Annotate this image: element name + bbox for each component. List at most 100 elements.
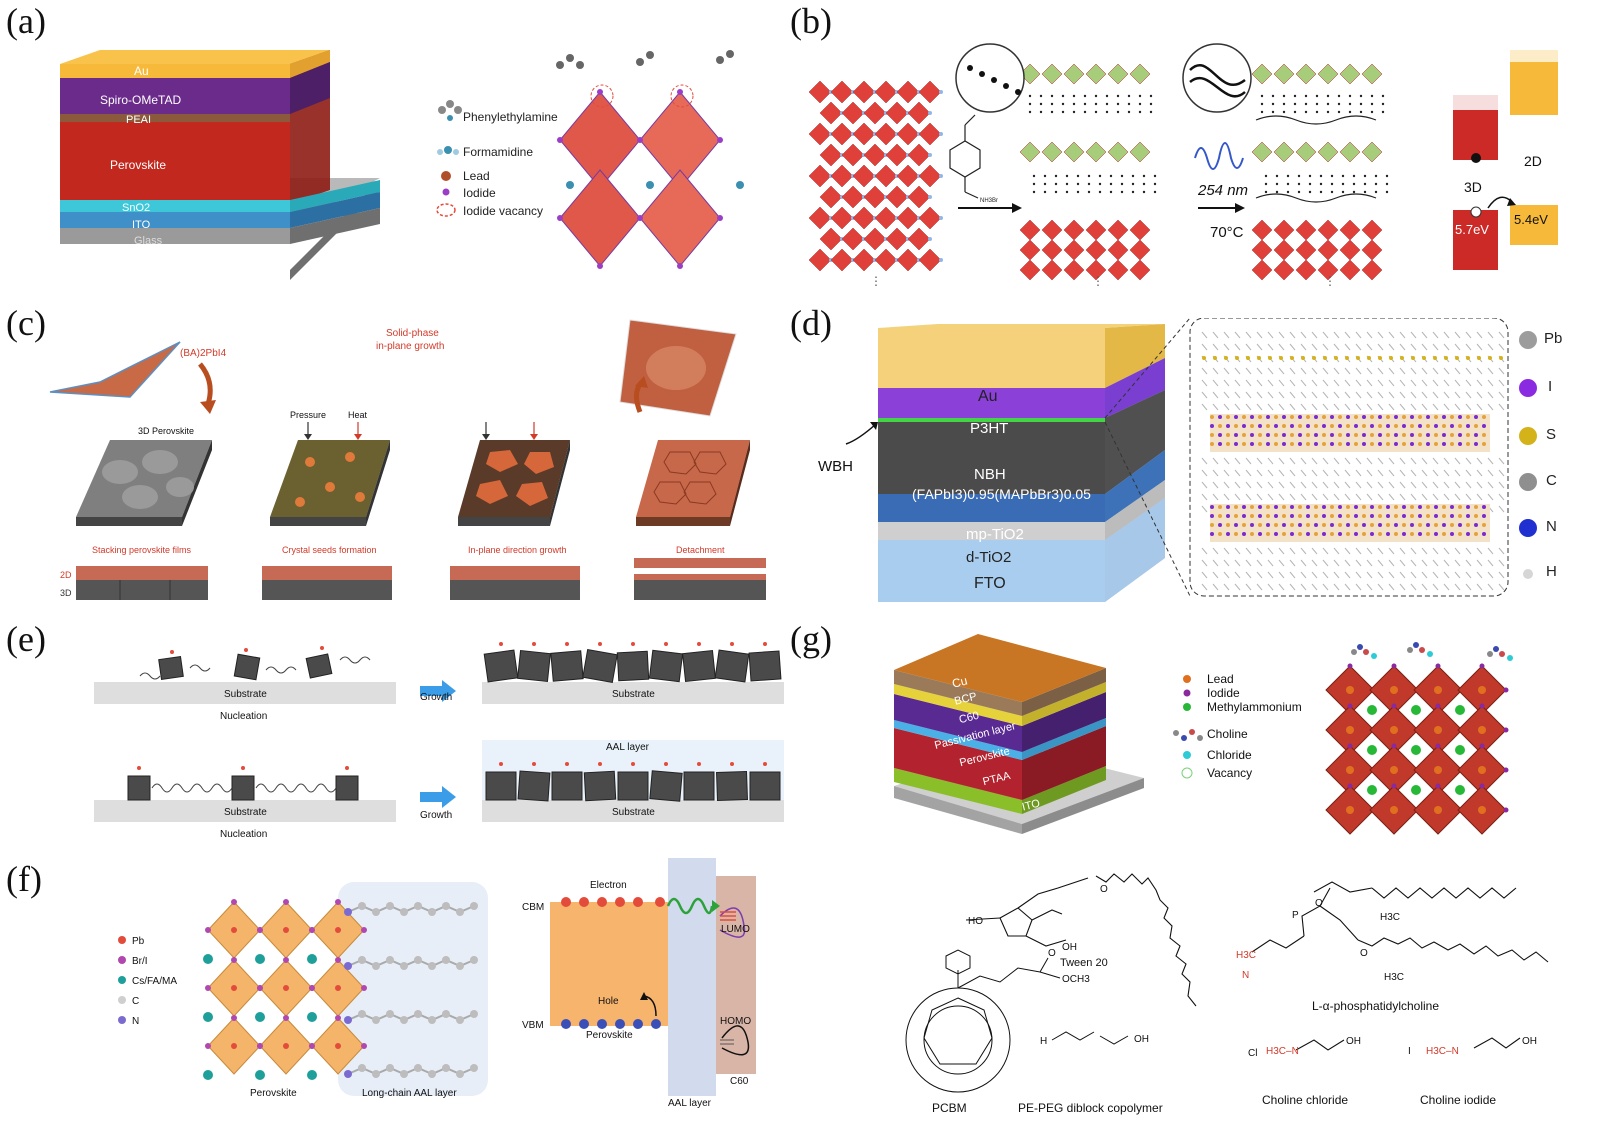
arrow-down-icon (198, 362, 213, 405)
g-legend-chloride-icon (1183, 751, 1191, 759)
pcbm-structure (905, 949, 1061, 1093)
g-legend-lead-icon (1183, 675, 1191, 683)
film-step2 (270, 440, 390, 526)
panel-g-diagram: Cu BCP C60 Passivation layer Perovskite … (894, 634, 1513, 835)
g-perovskite-lattice (1325, 642, 1513, 835)
ellipsis-2: ⋮ (1092, 274, 1104, 288)
g-legend-lead: Lead (1207, 672, 1234, 686)
layer-ito-label: ITO (132, 219, 151, 231)
ellipsis-1: ⋮ (870, 274, 882, 288)
f-perovskite-band (550, 902, 670, 1026)
g-legend-vacancy-icon (1181, 767, 1193, 779)
e-substrate-1 (94, 682, 396, 704)
spiro-layer (60, 78, 290, 114)
phosphatidylcholine-label: L-α-phosphatidylcholine (1312, 999, 1439, 1013)
d-label-fto: FTO (974, 575, 1006, 592)
f-aal-region (338, 882, 488, 1096)
f-lumo-label: LUMO (721, 924, 750, 935)
phase-2d-label: 2D (1524, 153, 1542, 169)
d-legend-c: C (1546, 472, 1557, 489)
panel-f-label: (f) (6, 859, 42, 899)
lattice-2d-before (1019, 63, 1157, 281)
f-aal-band-label: AAL layer (668, 1098, 712, 1108)
energy-box-2d-bottom (1510, 205, 1558, 245)
vacancy-icon (436, 203, 456, 217)
d-label-composition: (FAPbI3)0.95(MAPbBr3)0.05 (912, 486, 1091, 502)
d-nbh-layer (878, 422, 1105, 494)
legend-iodide-vacancy: Iodide vacancy (463, 204, 544, 218)
f-legend-bri: Br/I (132, 956, 148, 967)
g-label-ito: ITO (1021, 797, 1042, 813)
tween-label: Tween 20 (1060, 957, 1108, 969)
film-step1 (76, 440, 212, 526)
glass-layer (60, 228, 290, 244)
f-legend-c: C (132, 996, 139, 1007)
energy-box-3d-top (1453, 110, 1498, 160)
f-legend-csfama-icon (118, 976, 126, 984)
electron-dot (1471, 153, 1481, 163)
tween20-structure (965, 873, 1197, 1007)
pepeg-structure (1051, 1031, 1129, 1045)
ci-i-label: I (1408, 1046, 1411, 1057)
title-line1: Solid-phase (386, 328, 439, 339)
legend-lead: Lead (463, 169, 490, 183)
lattice-3d (808, 80, 943, 272)
ba-pbi4-label: (BA)2PbI4 (180, 348, 227, 359)
f-c60-label: C60 (730, 1076, 749, 1087)
panel-a-label: (a) (6, 1, 46, 41)
chem-structures: HO O OH Tween 20 O OCH3 PCBM H OH PE-PEG… (905, 873, 1549, 1115)
g-legend-chloride: Chloride (1207, 748, 1252, 762)
d-legend-n-icon (1519, 519, 1537, 537)
e-nucleation-2: Nucleation (220, 829, 267, 840)
f-aal-band (668, 858, 716, 1096)
choline-iodide-label: Choline iodide (1420, 1093, 1496, 1107)
energy-box-3d-bottom (1453, 210, 1498, 270)
panel-a-legend (436, 100, 462, 217)
e-substrate-text-3: Substrate (224, 807, 267, 818)
zoom-circle-after (1182, 43, 1252, 113)
pepeg-h-label: H (1040, 1036, 1047, 1047)
e-growth-arrow-1 (420, 680, 456, 702)
f-electron-label: Electron (590, 880, 627, 891)
d-wbh-line (878, 418, 1105, 422)
pc-o1-label: O (1315, 898, 1323, 909)
panel-b-label: (b) (790, 1, 832, 41)
e-substrate-text-2: Substrate (612, 689, 655, 700)
tween-ho-label: HO (968, 916, 983, 927)
f-legend-bri-icon (118, 956, 126, 964)
reagent-label: NH3Br (980, 198, 998, 204)
f-legend-n: N (132, 1016, 139, 1027)
pepeg-label: PE-PEG diblock copolymer (1018, 1101, 1163, 1115)
d-mp-tio2-layer (878, 494, 1105, 522)
f-long-chain-label: Long-chain AAL layer (362, 1088, 457, 1099)
zoom-circle-before (955, 43, 1025, 113)
g-label-c60: C60 (958, 710, 980, 727)
pc-o2-label: O (1360, 948, 1368, 959)
ito-layer (60, 212, 290, 228)
cross-section-4 (634, 558, 766, 600)
legend-phenylethylamine: Phenylethylamine (463, 110, 558, 124)
panel-a-diagram (60, 50, 744, 280)
energy-3d-label: 5.7eV (1455, 222, 1489, 237)
temperature-label: 70°C (1210, 224, 1244, 241)
d-legend-n: N (1546, 518, 1557, 535)
pc-ammonium-label: H3C (1236, 950, 1256, 961)
pc-p-label: P (1292, 910, 1299, 921)
tween-oh-label: OH (1062, 942, 1077, 953)
cc-cl-label: Cl (1248, 1048, 1257, 1059)
d-label-au: Au (978, 388, 998, 405)
choline-chloride-structure (1295, 1039, 1345, 1051)
f-vbm-label: VBM (522, 1020, 544, 1031)
iodide-icon (442, 188, 450, 196)
e-substrate-text-4: Substrate (612, 807, 655, 818)
lattice-2d-after (1251, 63, 1389, 281)
d-legend-s: S (1546, 426, 1557, 443)
energy-box-2d-top (1510, 60, 1558, 115)
layer-au-label: Au (134, 64, 149, 78)
panel-c-diagram: (BA)2PbI4 Solid-phase in-plane growth 3D… (49, 319, 766, 600)
vinylbenzylammonium-molecule (949, 114, 981, 199)
panel-f-diagram: Pb Br/I Cs/FA/MA C N Perovskite Long-cha… (118, 858, 756, 1108)
d-label-p3ht: P3HT (970, 420, 1009, 437)
cross-section-3 (450, 566, 580, 600)
d-legend-h: H (1546, 563, 1557, 580)
